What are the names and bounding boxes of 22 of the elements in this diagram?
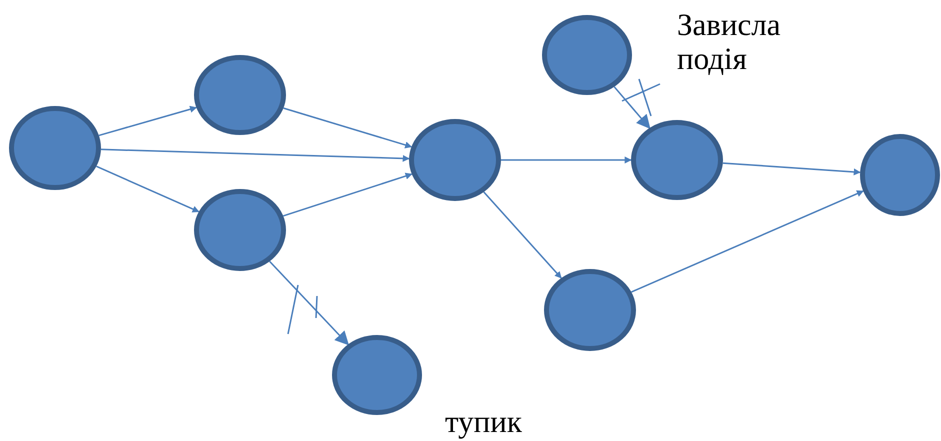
arrow <box>501 156 632 164</box>
event-circle <box>9 106 101 190</box>
arrow <box>722 162 861 176</box>
arrow <box>98 106 197 136</box>
arrow <box>283 107 412 148</box>
event-circle <box>631 120 723 200</box>
event-circle <box>860 134 940 216</box>
arrow <box>100 148 410 162</box>
event-circle <box>544 269 636 351</box>
event-circle <box>194 55 286 135</box>
event-circle <box>332 335 422 415</box>
arrow <box>282 172 412 217</box>
node-caption: Зависла подія <box>677 8 782 76</box>
arrow <box>96 166 200 212</box>
arrow <box>483 191 562 279</box>
event-circle <box>194 189 286 271</box>
node-caption: тупик <box>445 405 523 439</box>
arrow <box>614 86 650 129</box>
arrow <box>631 190 864 293</box>
event-circle <box>409 119 501 201</box>
event-circle <box>542 15 632 95</box>
arrow <box>269 260 350 346</box>
